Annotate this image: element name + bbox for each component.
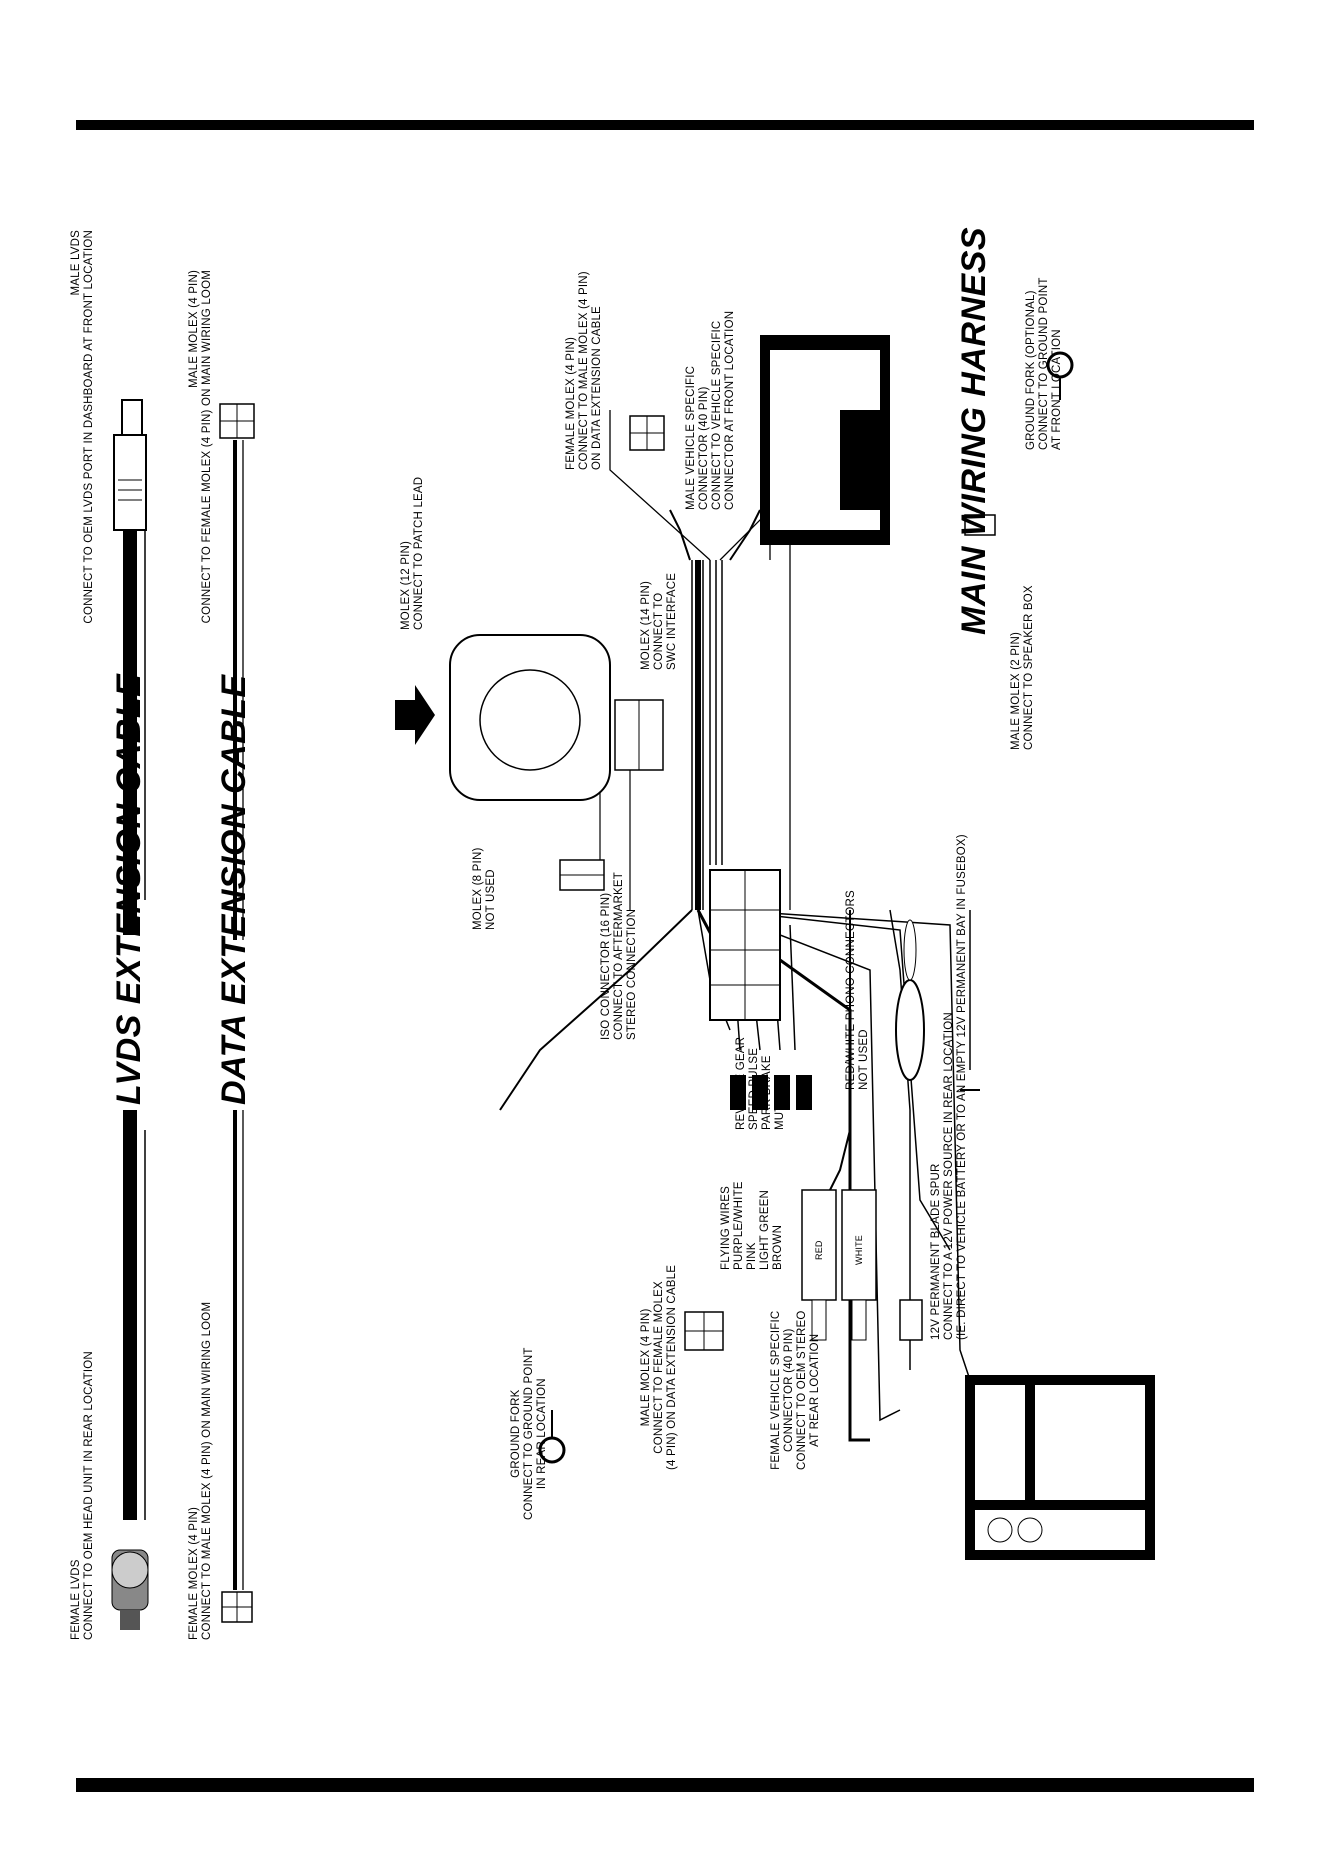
front-40pin-connector: [760, 335, 890, 545]
wiring-diagram: LVDS EXTENSION CABLE DATA EXTENSION CABL…: [70, 200, 1260, 1670]
diagram-drawing: [111, 335, 1155, 1630]
ground-front-label: GROUND FORK (OPTIONAL) CONNECT TO GROUND…: [1025, 277, 1063, 450]
male-vehicle-label: MALE VEHICLE SPECIFIC CONNECTOR (40 PIN)…: [685, 310, 736, 510]
female-lvds-connector: [111, 1549, 149, 1630]
phono-label: RED/WHITE PHONO CONNECTORS NOT USED: [845, 890, 870, 1090]
data-cable-title: DATA EXTENSION CABLE: [215, 674, 253, 1105]
data-cable-female-molex: [221, 1591, 253, 1623]
rear-40pin-connector: [965, 1375, 1155, 1560]
data-cable-male-molex: [219, 403, 255, 439]
flying-wire-connectors: [730, 1075, 812, 1110]
speaker-molex-label: MALE MOLEX (2 PIN) CONNECT TO SPEAKER BO…: [1010, 585, 1035, 750]
molex12-label: MOLEX (12 PIN) CONNECT TO PATCH LEAD: [400, 476, 425, 630]
female-vehicle-label: FEMALE VEHICLE SPECIFIC CONNECTOR (40 PI…: [770, 1310, 821, 1470]
molex-12pin: [449, 634, 611, 801]
rear-male-molex: [684, 1311, 724, 1351]
arrow-to-molex12: [395, 685, 435, 745]
top-rule: [76, 120, 1254, 130]
data-male-molex-label: MALE MOLEX (4 PIN) CONNECT TO FEMALE MOL…: [188, 270, 213, 624]
molex-14pin: [614, 699, 664, 771]
power-fuse-holder: [895, 919, 925, 1341]
speaker-molex-2pin: [964, 514, 996, 536]
front-female-molex: [629, 415, 665, 451]
molex14-label: MOLEX (14 PIN) CONNECT TO SWC INTERFACE: [640, 572, 678, 670]
rear-male-molex-label: MALE MOLEX (4 PIN) CONNECT TO FEMALE MOL…: [640, 1264, 678, 1470]
female-lvds-label: FEMALE LVDS CONNECT TO OEM HEAD UNIT IN …: [70, 1351, 95, 1640]
lvds-cable-title: LVDS EXTENSION CABLE: [110, 673, 148, 1105]
phono-red-label: RED: [814, 1240, 824, 1260]
data-female-molex-label: FEMALE MOLEX (4 PIN) CONNECT TO MALE MOL…: [188, 1301, 213, 1640]
front-female-molex-label: FEMALE MOLEX (4 PIN) CONNECT TO MALE MOL…: [565, 271, 603, 470]
male-lvds-connector: [113, 399, 147, 531]
power-spur-label: 12V PERMANENT BLADE SPUR CONNECT TO A 12…: [930, 834, 968, 1340]
front-ground-fork: [1046, 351, 1074, 400]
male-lvds-label: MALE LVDS CONNECT TO OEM LVDS PORT IN DA…: [70, 230, 95, 624]
molex8-label: MOLEX (8 PIN) NOT USED: [472, 847, 497, 930]
phono-white-label: WHITE: [854, 1235, 864, 1265]
bottom-rule: [76, 1778, 1254, 1792]
ground-rear-label: GROUND FORK CONNECT TO GROUND POINT IN R…: [510, 1347, 548, 1520]
iso-label: ISO CONNECTOR (16 PIN) CONNECT TO AFTERM…: [600, 872, 638, 1040]
molex-8pin: [559, 859, 605, 891]
flying-function-label: REVERSE GEAR SPEED PULSE PARK BRAKE MUTE: [735, 1036, 786, 1130]
main-harness-title: MAIN WIRING HARNESS: [955, 226, 993, 635]
rear-ground-fork: [538, 1410, 566, 1464]
flying-wires-label: FLYING WIRES PURPLE/WHITE PINK LIGHT GRE…: [720, 1181, 784, 1270]
iso-16pin-connector: [709, 869, 781, 1021]
phono-plugs: [801, 1189, 877, 1341]
